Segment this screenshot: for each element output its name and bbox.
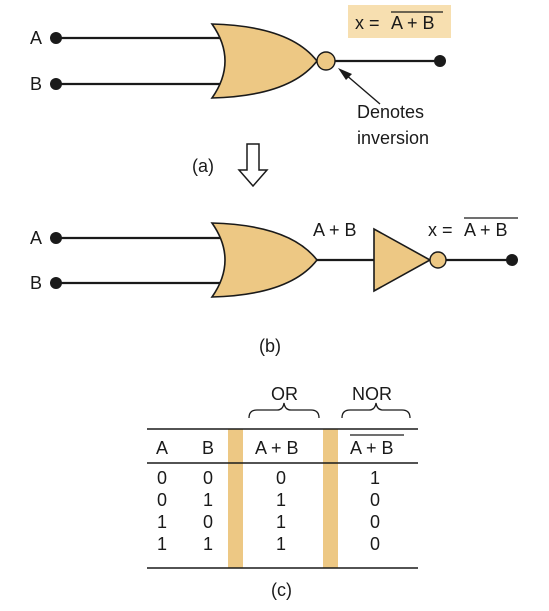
- cell-or: 1: [276, 490, 286, 510]
- cell-or: 0: [276, 468, 286, 488]
- cell-nor: 0: [370, 534, 380, 554]
- input-b-label: B: [30, 74, 42, 94]
- cell-a: 1: [157, 512, 167, 532]
- diagram-b: A B A + B x = A + B (b): [30, 217, 518, 356]
- nor-group-brace: [341, 402, 411, 419]
- caption-b: (b): [259, 336, 281, 356]
- header-or: A + B: [255, 438, 299, 458]
- terminal-output: [506, 254, 518, 266]
- diagram-a: A B x = A + B Denotes inversion (a): [30, 5, 451, 188]
- cell-a: 1: [157, 534, 167, 554]
- cell-b: 1: [203, 534, 213, 554]
- cell-b: 0: [203, 468, 213, 488]
- input-a-label: A: [30, 28, 42, 48]
- cell-nor: 0: [370, 512, 380, 532]
- arrow-head: [338, 68, 352, 80]
- cell-a: 0: [157, 468, 167, 488]
- output-label-highlight: [348, 5, 451, 38]
- down-arrow-icon: [237, 143, 269, 188]
- or-gate-body: [210, 222, 319, 298]
- cell-or: 1: [276, 534, 286, 554]
- output-expression: A + B: [391, 13, 435, 33]
- group-label-or: OR: [271, 384, 298, 404]
- table-row: 0 1 1 0: [157, 490, 380, 510]
- caption-a: (a): [192, 156, 214, 176]
- header-a: A: [156, 438, 168, 458]
- column-separator-right: [323, 429, 338, 568]
- table-row: 0 0 0 1: [157, 468, 380, 488]
- table-row: 1 1 1 0: [157, 534, 380, 554]
- output-expression: A + B: [464, 220, 508, 240]
- terminal-b: [50, 277, 62, 289]
- column-separator-left: [228, 429, 243, 568]
- output-prefix: x =: [428, 220, 453, 240]
- inverter-triangle: [373, 227, 432, 293]
- or-group-brace: [248, 402, 320, 419]
- inversion-bubble: [429, 251, 447, 269]
- inversion-bubble: [316, 51, 336, 71]
- cell-nor: 1: [370, 468, 380, 488]
- group-label-nor: NOR: [352, 384, 392, 404]
- or-output-label: A + B: [313, 220, 357, 240]
- output-prefix: x =: [355, 13, 380, 33]
- table-row: 1 0 1 0: [157, 512, 380, 532]
- cell-a: 0: [157, 490, 167, 510]
- annotation-arrow: [344, 73, 381, 105]
- terminal-b: [50, 78, 62, 90]
- cell-or: 1: [276, 512, 286, 532]
- cell-nor: 0: [370, 490, 380, 510]
- caption-c: (c): [271, 580, 292, 600]
- terminal-output: [434, 55, 446, 67]
- header-b: B: [202, 438, 214, 458]
- cell-b: 0: [203, 512, 213, 532]
- annotation-line1: Denotes: [357, 102, 424, 122]
- terminal-a: [50, 32, 62, 44]
- input-a-label: A: [30, 228, 42, 248]
- annotation-line2: inversion: [357, 128, 429, 148]
- cell-b: 1: [203, 490, 213, 510]
- or-gate-body: [210, 23, 319, 99]
- input-b-label: B: [30, 273, 42, 293]
- header-nor: A + B: [350, 438, 394, 458]
- truth-table: OR NOR A B A + B A + B 0 0 0 1 0 1 1 0 1…: [147, 384, 418, 600]
- terminal-a: [50, 232, 62, 244]
